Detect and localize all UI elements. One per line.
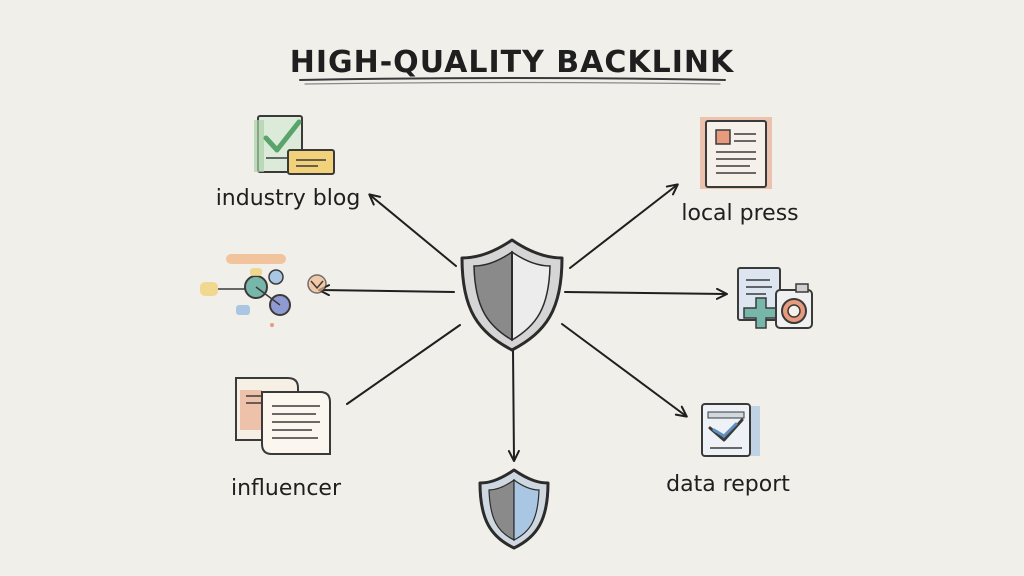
arrow-to-bottom-shield [507, 349, 520, 462]
shield-icon [460, 238, 564, 352]
arrow-to-industry-blog [368, 193, 457, 267]
title-underline-stroke [304, 81, 721, 85]
newspaper-icon [700, 117, 772, 189]
media-document-icon [737, 267, 813, 329]
diagram-title: HIGH-QUALITY BACKLINK [290, 45, 735, 80]
line-to-influencer [346, 324, 461, 405]
arrow-to-network [318, 284, 455, 297]
connector-group [318, 183, 728, 462]
report-checkmark-icon [701, 403, 760, 457]
arrow-to-data-report [561, 323, 688, 418]
arrow-to-local-press [569, 183, 679, 269]
node-label-data-report: data report [666, 472, 790, 497]
network-nodes-icon [200, 254, 327, 327]
shield-icon [478, 468, 550, 550]
checked-document-icon [254, 115, 335, 175]
title-underline [299, 77, 726, 81]
node-label-influencer: influencer [231, 476, 342, 501]
node-label-local-press: local press [681, 201, 798, 226]
arrow-to-media [564, 287, 728, 300]
scroll-document-icon [235, 377, 331, 455]
node-label-industry-blog: industry blog [216, 186, 361, 211]
